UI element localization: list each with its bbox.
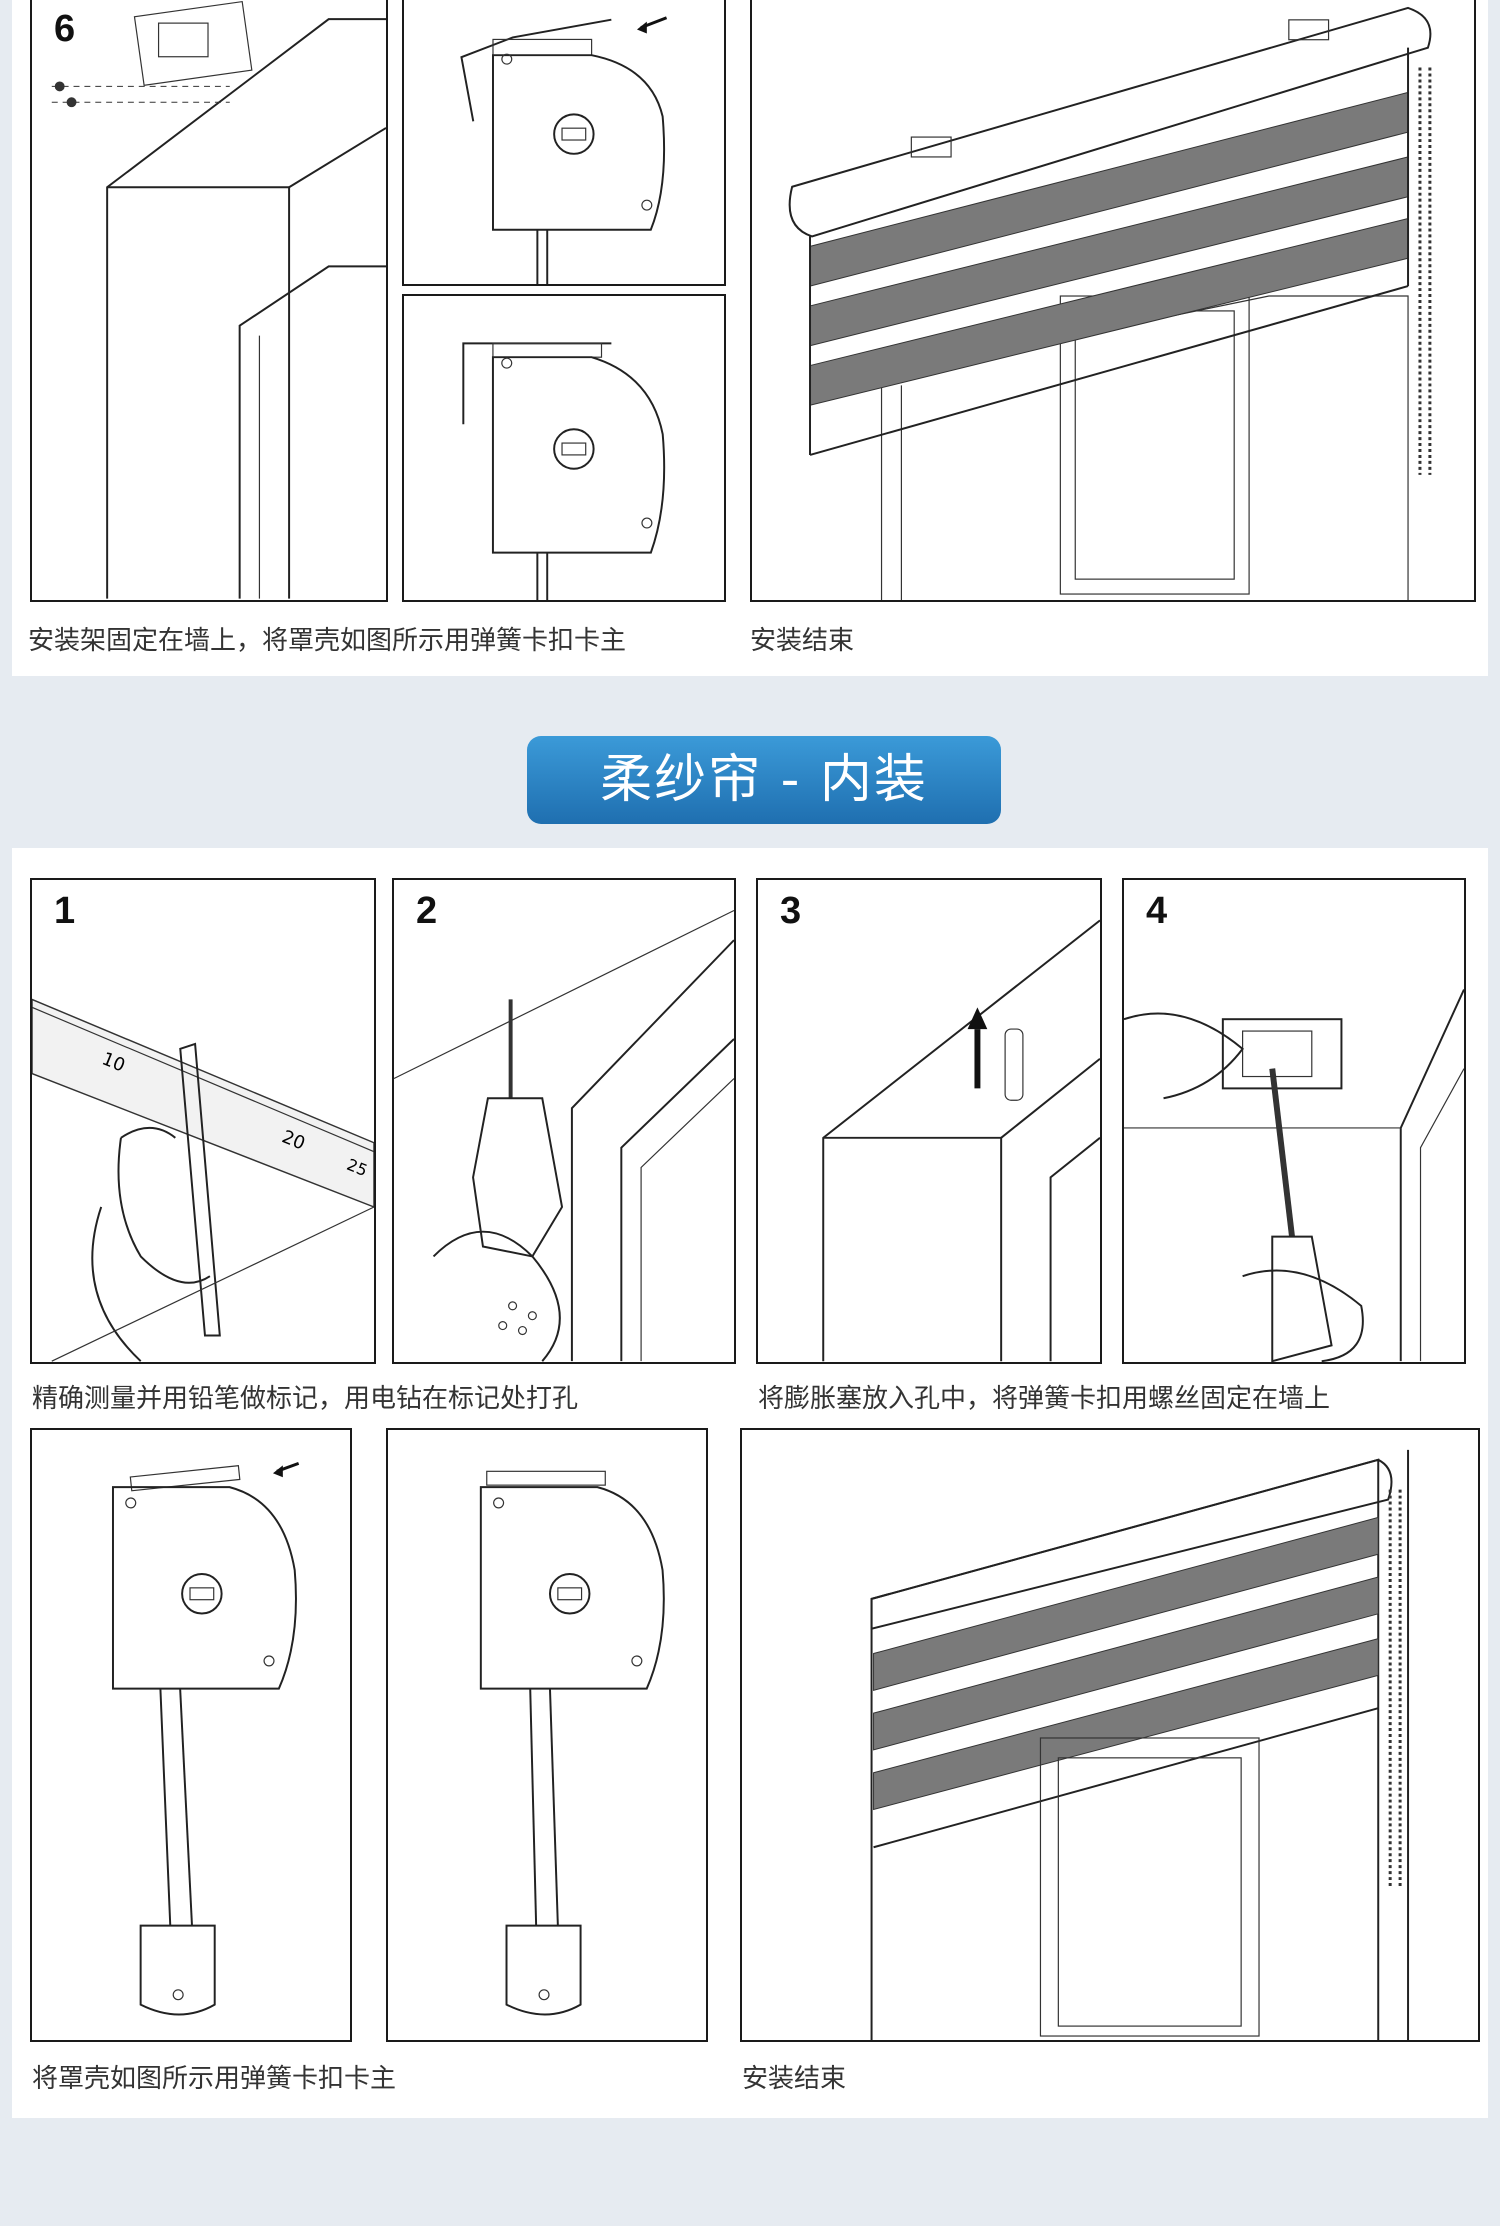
step-2-panel: 2 (392, 878, 736, 1364)
finished-blind-panel-inner (740, 1428, 1480, 2042)
installed-blind-illustration (788, 6, 1432, 600)
housing-clip-illustration (460, 16, 668, 284)
housing-clip-panel-inner-2 (386, 1428, 708, 2042)
step-6-panel: 6 (30, 0, 388, 602)
drill-hole-illustration (394, 909, 734, 1362)
step-3-panel: 3 (756, 878, 1102, 1364)
top-instruction-section: 6 (12, 0, 1488, 676)
section-title-banner: 柔纱帘 - 内装 (527, 736, 1001, 824)
installed-blind-inner-illustration (870, 1449, 1410, 2040)
bracket-on-wall-illustration (51, 0, 386, 599)
screw-bracket-illustration (1124, 989, 1464, 1362)
step-number: 3 (780, 890, 802, 932)
inner-install-section: 1 10 20 25 2 3 (12, 848, 1488, 2118)
step-number: 1 (54, 890, 76, 932)
caption-bracket-and-housing: 安装架固定在墙上，将罩壳如图所示用弹簧卡扣卡主 (28, 626, 627, 656)
finished-blind-panel-top (750, 0, 1476, 602)
housing-clip-panel-bottom (402, 294, 726, 602)
housing-clip-panel-inner-1 (30, 1428, 352, 2042)
housing-clip-panel-top (402, 0, 726, 286)
step-1-panel: 1 10 20 25 (30, 878, 376, 1364)
insert-wall-plug-illustration (822, 919, 1100, 1362)
step-number: 6 (54, 8, 76, 50)
step-number: 2 (416, 890, 438, 932)
measure-with-pencil-illustration (32, 998, 374, 1362)
caption-installation-finished-top: 安装结束 (750, 626, 855, 656)
caption-clip-housing: 将罩壳如图所示用弹簧卡扣卡主 (32, 2064, 397, 2094)
caption-plug-and-screw: 将膨胀塞放入孔中，将弹簧卡扣用螺丝固定在墙上 (758, 1384, 1331, 1414)
housing-clipped-illustration (462, 342, 666, 600)
step-4-panel: 4 (1122, 878, 1466, 1364)
housing-clip-illustration (111, 1462, 300, 2016)
caption-installation-finished-inner: 安装结束 (742, 2064, 847, 2094)
housing-clipped-illustration (479, 1470, 665, 2016)
caption-measure-and-drill: 精确测量并用铅笔做标记，用电钻在标记处打孔 (32, 1384, 579, 1414)
step-number: 4 (1146, 890, 1168, 932)
